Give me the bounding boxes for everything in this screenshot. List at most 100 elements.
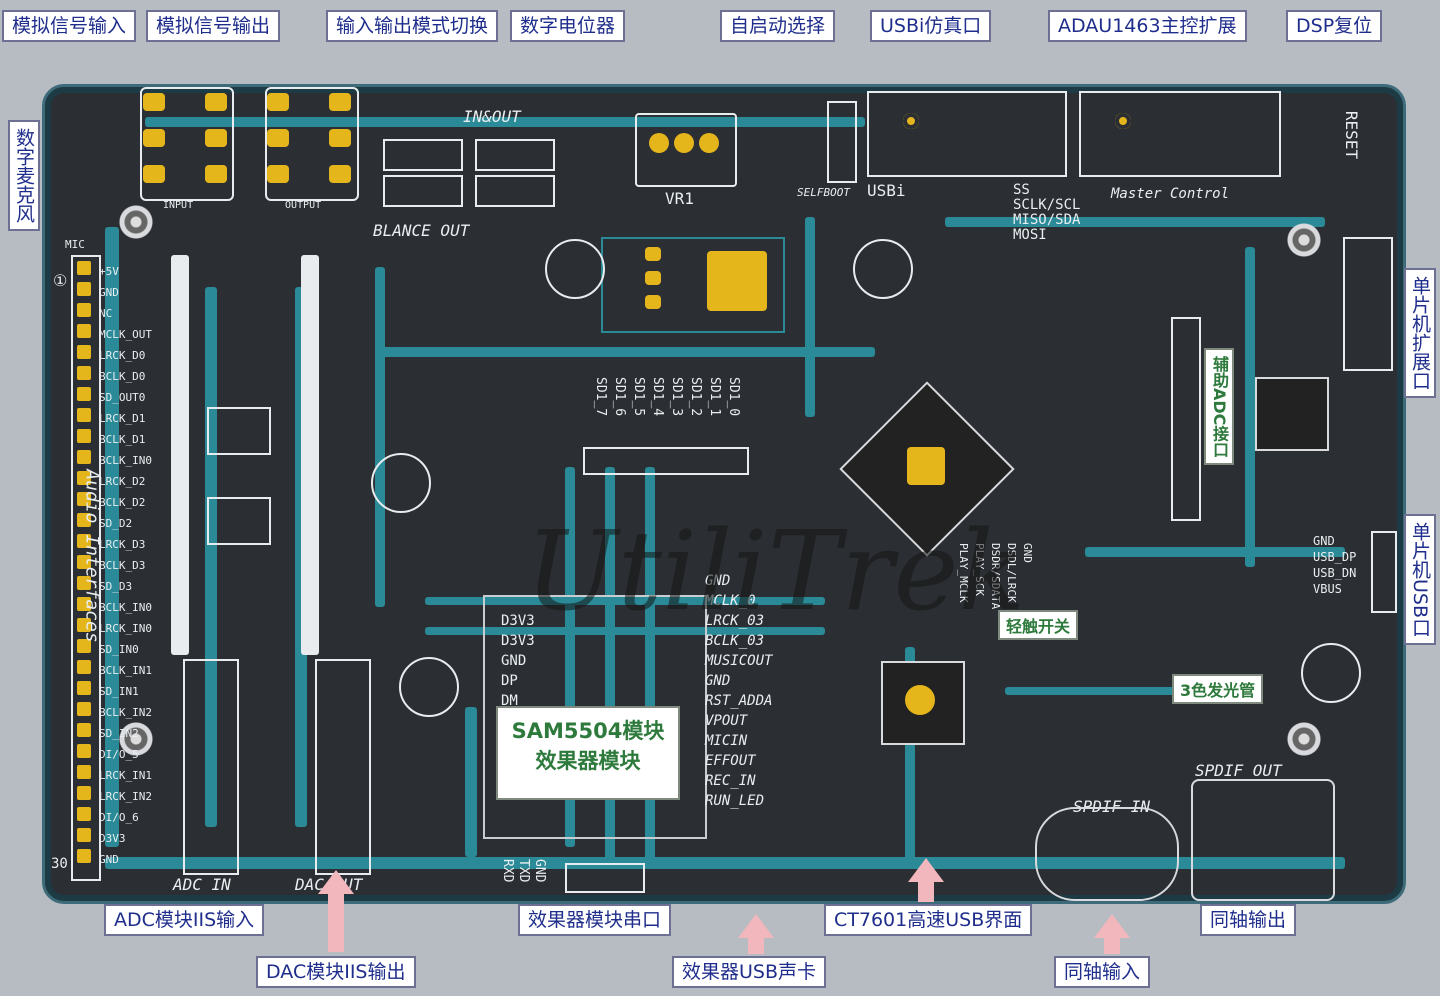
header-pin [77,576,91,590]
silk-audio-interfaces: Audio Interfaces [81,469,103,643]
pad [143,93,165,111]
pad [329,165,351,183]
trace [425,627,825,635]
audio-interface-pins [77,261,91,863]
trace [425,597,825,605]
tact-switch-label: 轻触开关 [998,610,1079,640]
callout-coax-input: 同轴输入 [1054,956,1151,988]
callout-adau1463-expansion: ADAU1463主控扩展 [1048,10,1247,42]
header-pin [77,282,91,296]
header-pin [77,513,91,527]
header-pin [77,639,91,653]
header-pin [77,534,91,548]
analog-output-jack [265,87,359,201]
silk-vr1: VR1 [665,189,694,208]
pad [267,165,289,183]
trace [375,347,875,357]
aux-adc-header [1171,317,1201,521]
mount-hole [119,205,153,239]
dsp-thermal-pad [907,447,945,485]
mode-switch-header [383,139,463,171]
arrow-usb-soundcard [738,914,774,938]
mode-switch-header [475,175,555,207]
callout-analog-input: 模拟信号输入 [2,10,137,42]
silk-adc-in: ADC IN [173,875,231,894]
header-pin [77,618,91,632]
sam5504-line1: SAM5504模块 [511,719,665,743]
trace [645,467,655,867]
dac-module-slot [301,255,319,655]
callout-usbi: USBi仿真口 [870,10,992,42]
mcu-chip [1255,377,1329,451]
capacitor [1301,643,1361,703]
header-pin [77,681,91,695]
silk-dsd-labels: GND DSDL/LRCK DSDR/SDATA PLAY_SCK PLAY_M… [957,543,1034,610]
callout-dsp-reset: DSP复位 [1286,10,1383,42]
header-pin [77,366,91,380]
silk-usbi: USBi [867,181,906,200]
capacitor [207,407,271,455]
aux-adc-label: 辅助ADC接口 [1204,348,1234,466]
mcu-expansion-header [1343,237,1393,371]
header-pin [77,807,91,821]
silk-spdif-in: SPDIF IN [1073,797,1151,816]
silk-serial-labels: GND TXD RXD [500,859,547,883]
pad [674,133,694,153]
trace [1085,547,1345,557]
silk-spi-labels: SS SCLK/SCL MISO/SDA MOSI [1013,182,1081,243]
trace [945,217,1325,227]
adc-module-slot [171,255,189,655]
arrow-coax-in [1094,914,1130,938]
header-pin [77,744,91,758]
selfboot-header [827,101,857,183]
pad [267,129,289,147]
capacitor [371,453,431,513]
header-pin [77,471,91,485]
callout-dac-iis-output: DAC模块IIS输出 [256,956,416,988]
silk-mic: MIC [65,238,85,251]
pin [1115,113,1131,129]
header-pin [77,492,91,506]
callout-mcu-usb: 单片机USB口 [1404,514,1436,646]
silk-audio-pin-labels: +5V GND NC MCLK_OUT LRCK_D0 BCLK_D0 SD_O… [99,265,152,866]
pcb-board: INPUT OUTPUT IN&OUT BLANCE OUT VR1 SELFB… [42,84,1406,904]
digital-potentiometer [635,113,737,187]
mcu-usb-header [1371,531,1397,613]
analog-input-jack [140,87,234,201]
silk-blance-out: BLANCE OUT [373,221,470,240]
header-pin [77,723,91,737]
silk-output: OUTPUT [285,200,322,211]
trace [1005,687,1225,695]
pad [707,251,767,311]
pin [903,113,919,129]
trace [145,117,865,127]
header-pin [77,828,91,842]
header-pin [77,261,91,275]
arrow-coax-in-stem [1104,936,1120,954]
pad [205,129,227,147]
trace [465,707,477,857]
dac-iis-header [315,659,371,875]
usbi-header [867,91,1067,177]
pad [645,295,661,309]
trace [605,467,615,867]
arrow-dac [318,870,354,894]
trace [105,227,119,847]
callout-digital-potentiometer: 数字电位器 [510,10,626,42]
coax-output-jack [1191,779,1335,901]
trace [905,647,915,867]
header-pin [77,324,91,338]
silk-pin30: 30 [51,856,68,872]
header-pin [77,597,91,611]
header-pin [77,555,91,569]
trace [805,217,815,417]
capacitor [207,497,271,545]
pad [143,165,165,183]
pad [645,247,661,261]
mount-hole [119,722,153,756]
callout-io-mode-switch: 输入输出模式切换 [326,10,499,42]
callout-ct7601-usb: CT7601高速USB界面 [824,904,1033,936]
callout-analog-output: 模拟信号输出 [146,10,281,42]
capacitor [853,239,913,299]
master-control-header [1079,91,1281,177]
